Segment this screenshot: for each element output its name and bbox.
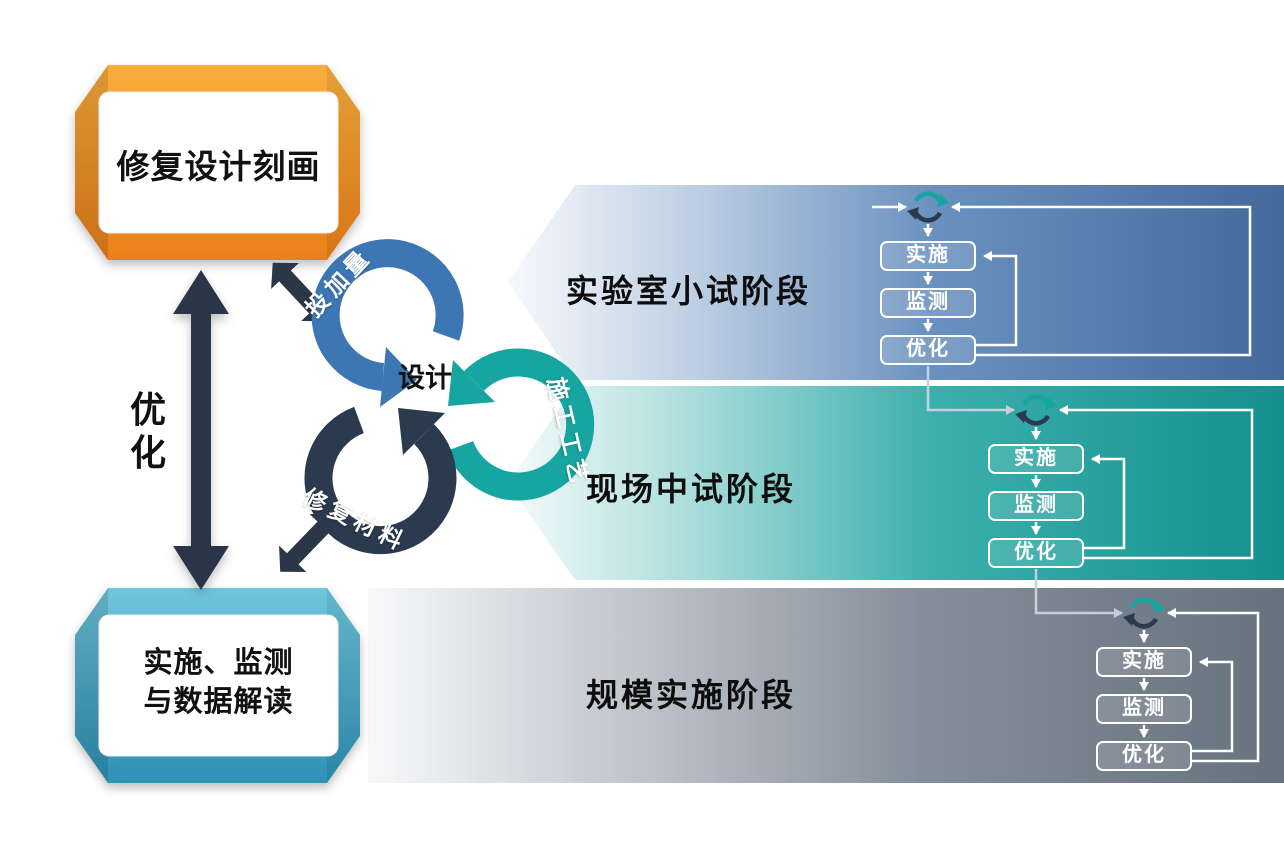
flow-full xyxy=(1139,608,1260,763)
cycle-diagram xyxy=(304,239,595,555)
design-label: 设计 xyxy=(398,363,452,393)
hexagon-top xyxy=(75,65,360,260)
step-box-optimize: 优化 xyxy=(988,538,1084,568)
flow-pilot xyxy=(1031,405,1254,560)
hexagon-top-label: 修复设计刻画 xyxy=(116,148,321,185)
step-box-optimize: 优化 xyxy=(880,335,976,365)
step-box-monitor: 监测 xyxy=(880,288,976,318)
flow-lab xyxy=(872,202,1252,357)
stage-band-pilot xyxy=(508,386,1284,580)
hexagon-bottom-label: 实施、监测 与数据解读 xyxy=(143,647,294,719)
cycle-ring-material-head xyxy=(398,408,445,455)
step-box-implement: 实施 xyxy=(880,241,976,271)
stage-label-pilot: 现场中试阶段 xyxy=(586,471,797,507)
hexagon-bottom xyxy=(75,588,360,783)
stage-band-lab xyxy=(508,185,1284,380)
interstage-connectors xyxy=(926,366,1123,618)
stage-label-lab: 实验室小试阶段 xyxy=(566,273,812,309)
cycle-ring-dosage-head xyxy=(380,347,417,407)
step-box-monitor: 监测 xyxy=(988,491,1084,521)
vertical-double-arrow xyxy=(173,270,229,590)
step-box-implement: 实施 xyxy=(988,444,1084,474)
optimize-label: 优化 xyxy=(129,389,166,474)
step-box-optimize: 优化 xyxy=(1096,741,1192,771)
cycle-ring-process-head xyxy=(448,360,495,406)
step-box-monitor: 监测 xyxy=(1096,694,1192,724)
cycle-ring-process xyxy=(446,348,595,501)
cycle-ring-dosage xyxy=(311,239,464,391)
cycle-ring-material xyxy=(304,406,457,555)
step-box-implement: 实施 xyxy=(1096,647,1192,677)
stage-label-full: 规模实施阶段 xyxy=(586,677,797,713)
